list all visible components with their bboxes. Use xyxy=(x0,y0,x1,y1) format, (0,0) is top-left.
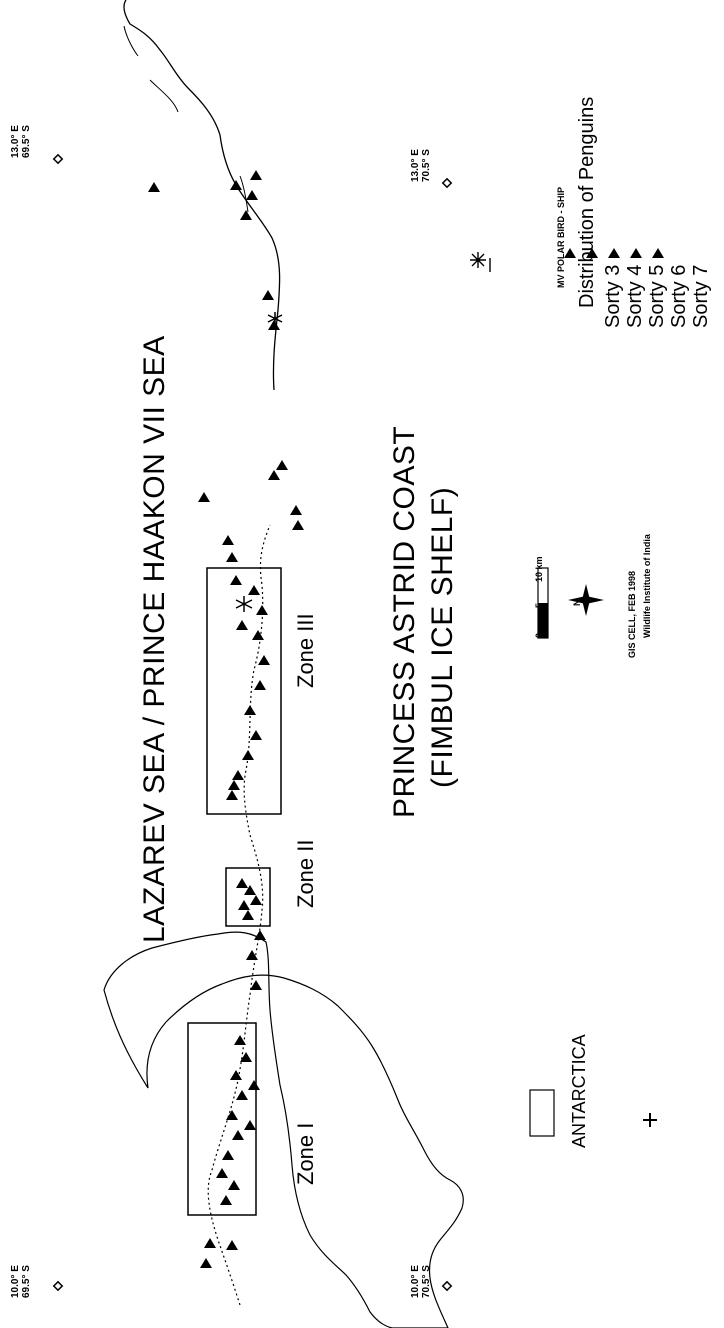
coordinate-diamonds xyxy=(52,153,453,1292)
zone-2-box xyxy=(225,867,271,927)
north-label: N xyxy=(572,599,582,607)
scale-10km: 10 km xyxy=(534,556,544,582)
credit-org: Wildlife Institute of India xyxy=(642,534,652,638)
legend-title: Distribution of Penguins xyxy=(576,96,598,308)
legend-markers xyxy=(564,248,664,258)
south-pole-cross xyxy=(643,1113,657,1127)
legend-item-3: Sorty 5 xyxy=(646,264,668,328)
legend-item-1: Sorty 3 xyxy=(602,264,624,328)
scale-5: 5 xyxy=(534,602,544,608)
zone-3-box xyxy=(206,567,282,815)
credit-gis: GIS CELL, FEB 1998 xyxy=(627,570,637,658)
legend-item-2: Sorty 4 xyxy=(624,264,646,328)
scale-0: 0 xyxy=(534,632,544,638)
zone-1-label: Zone I xyxy=(293,1122,318,1185)
legend-ship-label: MV POLAR BIRD - SHIP xyxy=(556,186,566,288)
zone-1-box xyxy=(187,1022,257,1216)
coast-track xyxy=(123,0,281,391)
coast-track-lower xyxy=(123,25,249,213)
inset-label: ANTARCTICA xyxy=(569,1034,589,1148)
flight-track xyxy=(207,524,271,1306)
zone-2-label: Zone II xyxy=(293,839,318,908)
legend-item-4: Sorty 6 xyxy=(668,264,690,328)
sea-title: LAZAREV SEA / PRINCE HAAKON VII SEA xyxy=(138,335,171,943)
legend-item-5: Sorty 7 xyxy=(690,264,712,328)
legend-ship-symbol xyxy=(470,252,491,272)
coast-title: PRINCESS ASTRID COAST xyxy=(388,425,421,818)
penguin-markers xyxy=(148,170,304,1268)
scale-bar xyxy=(537,567,549,639)
zone-3-label: Zone III xyxy=(293,613,318,688)
inset-study-area-box xyxy=(529,1089,555,1137)
ship-markers xyxy=(235,312,283,612)
north-arrow xyxy=(568,584,604,616)
shelf-title: (FIMBUL ICE SHELF) xyxy=(426,486,459,788)
